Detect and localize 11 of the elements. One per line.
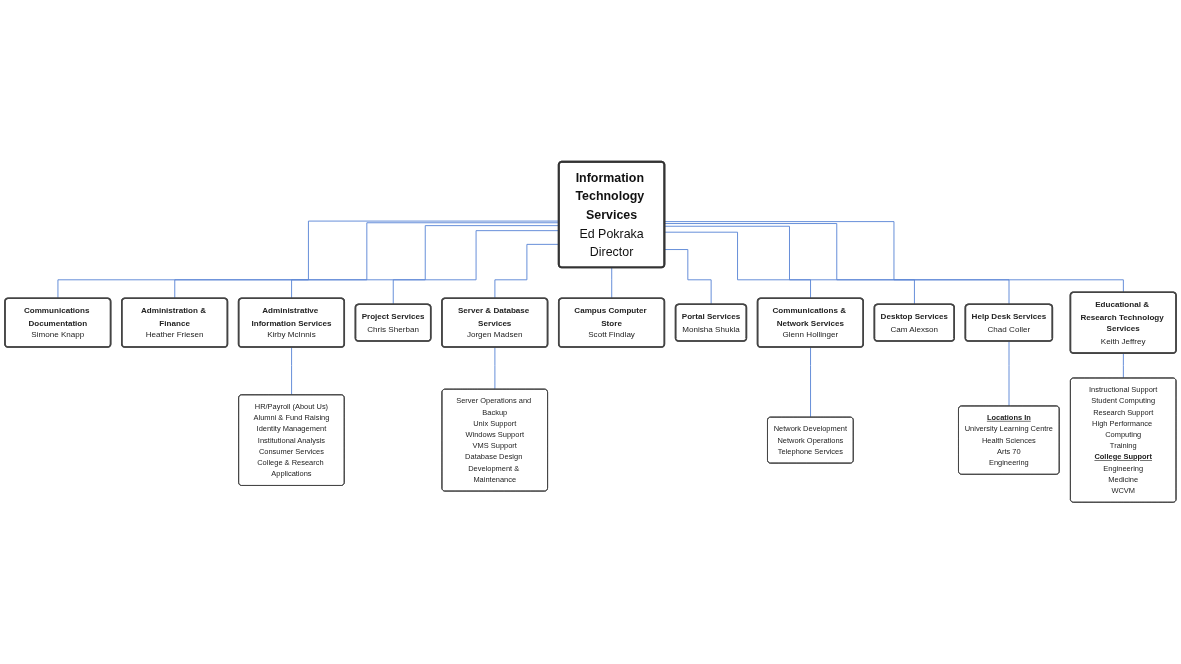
connector: [664, 221, 1124, 293]
connector: [1122, 352, 1124, 379]
connector: [664, 223, 1010, 306]
connector: [664, 231, 812, 300]
connector: [611, 267, 613, 300]
connector: [664, 249, 712, 306]
connector: [291, 346, 293, 396]
connector: [810, 346, 812, 418]
connector: [664, 225, 916, 306]
connector: [1008, 340, 1010, 407]
connector: [494, 346, 496, 390]
